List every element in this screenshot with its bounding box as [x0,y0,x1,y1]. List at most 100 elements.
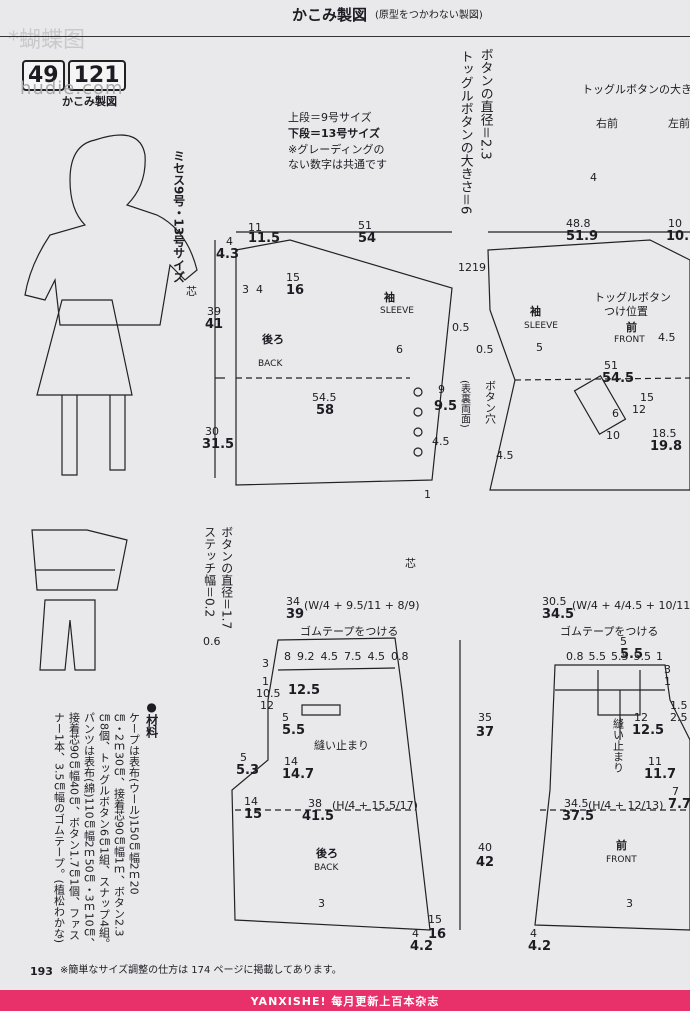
dim-top-b: 54 [358,231,377,246]
pb-left-3: 12 [260,699,274,712]
header-rule [0,36,690,37]
pb-hip-formula: (H/4 + 15.5/17) [332,799,418,812]
pattern-caption: かこみ製図 [62,95,117,108]
size-note-lower: 下段＝13号サイズ [288,127,380,140]
fashion-figure-boots [61,395,126,476]
pb-left-11: 14 [244,795,258,808]
pf-gathers: 0.8 5.5 5.5 5.5 1 [566,650,663,663]
dim-one: 1 [424,488,431,501]
pf-gather-0: 0.8 [566,650,584,663]
dim-neck-a: 15 [286,271,300,284]
pb-gather-2: 4.5 [320,650,339,663]
dim-zero-five: 0.5 [452,321,470,334]
materials-line-4: パンツは表布(綿)110㎝幅2ｍ50㎝・3ｍ10㎝、 [82,712,96,949]
sf-dim-fifteen: 15 [640,391,654,404]
dim-width-a: 54.5 [312,391,337,404]
pf-gather-4: 1 [656,650,663,663]
pf-right-4: 12 [634,711,648,724]
materials-line-3: ㎝8個、トッグルボタン6㎝1組、スナップ4組。 [97,712,111,949]
sf-dim-top-a: 48.8 [566,217,591,230]
page-title-note: (原型をつかわない製図) [375,10,483,21]
button-diameter-label: ボタンの直径＝2.3 [477,48,493,160]
stitch-width-label: ステッチ幅＝0.2 [202,526,217,618]
sf-dim-corner-b: 10.5 [666,229,690,244]
size-label: ミセス9号・13号サイズ [171,150,186,284]
fashion-figure-cape [24,134,198,326]
pf-right-0: 3 [664,663,671,676]
pb-elastic: ゴムテープをつける [300,625,399,638]
pf-hip-a: 34.5 [564,797,589,810]
dim-hem-b: 9.5 [434,399,458,414]
pb-left-6: 5.5 [282,723,306,738]
sleeve-front-label-jp: 袖 [530,305,541,318]
pb-left-2: 10.5 [256,687,281,700]
pf-hip-formula: (H/4 + 12/13) [588,799,664,812]
pants-front-fly [597,670,641,740]
sleeve-back-label-en: SLEEVE [380,306,414,316]
materials-line-6: ナー1本、3.5㎝幅のゴムテープ。(植松わかな) [52,712,66,944]
dim-small-a: 3 [242,283,249,296]
page-title: かこみ製図 [292,6,368,24]
sf-dim-low-b: 19.8 [650,439,683,454]
pattern-code-left: 49 [22,60,65,91]
pf-gather-1: 5.5 [588,650,607,663]
size-note-upper: 上段＝9号サイズ [288,111,372,124]
dim-neck-b: 16 [286,283,305,298]
pf-right-3: 2.5 [670,711,688,724]
flat-sketch-cape [31,529,128,591]
stitch-width-num: 0.6 [203,635,221,648]
pattern-code: 49 121 [22,60,126,91]
materials-line-1: ケープは表布(ウール)150㎝幅2ｍ20 [127,712,141,895]
flat-sketch-pants [39,599,96,671]
left-front-label: 左前 [668,117,690,130]
dim-six: 6 [396,343,403,356]
sleeve-back-outline [235,239,453,486]
sf-dim-four: 4 [590,171,597,184]
pb-gathers: 8 9.2 4.5 7.5 4.5 0.8 [284,650,409,663]
fashion-figure-pants [36,299,133,396]
pb-left-4: 12.5 [288,683,321,698]
dim-corner-a: 4 [226,235,233,248]
pb-gather-4: 4.5 [367,650,386,663]
pb-gather-1: 9.2 [297,650,315,663]
pb-hem-a: 15 [428,913,442,926]
pf-right-2: 1.5 [670,699,688,712]
sleeve-front-label-en: SLEEVE [524,321,558,331]
dim-top-left-a: 11 [248,221,262,234]
dim-side-a: 39 [207,305,221,318]
dim-shoulder-a: 12 [458,261,472,274]
sf-dim-six: 6 [612,407,619,420]
sleeve-back-dimension [214,240,225,478]
pb-left-12: 15 [244,807,263,822]
sf-dim-ten: 10 [606,429,620,442]
pb-bottom-b: 4.2 [410,939,434,954]
toggle-position-label-2: つけ位置 [604,305,648,318]
pants-front-outline [534,664,690,931]
dim-four-five: 4.5 [432,435,450,448]
watermark: *蝴蝶图 [8,28,86,53]
pf-waist-formula: (W/4 + 4/4.5 + 10/11) [572,599,690,612]
page-header: *蝴蝶图 かこみ製図 (原型をつかわない製図) [0,0,690,52]
pb-left-0: 3 [262,657,269,670]
pb-waist-a: 34 [286,595,300,608]
pb-hip-b: 41.5 [302,809,335,824]
core-label-2: 芯 [186,285,197,298]
pf-right-6: 11 [648,755,662,768]
pb-left-9: 14 [284,755,298,768]
pb-hem-b: 16 [428,927,447,942]
button-diameter-label-2: ボタンの直径＝1.7 [219,526,234,630]
sf-dim-forty-five: 4.5 [658,331,676,344]
watermark-url: hudie.com [20,78,124,99]
pb-left-8: 5.3 [236,763,260,778]
sleeve-front-grainline [514,377,690,381]
surface-note: (表裏両面) [458,380,470,428]
sf-dim-zero-five: 0.5 [476,343,494,356]
pb-sew-stop: 縫い止まり [314,739,369,752]
pb-waist-b: 39 [286,607,305,622]
pf-right-10: 5 [620,635,627,648]
pb-gather-3: 7.5 [344,650,362,663]
pf-right-1: 1 [664,675,671,688]
pattern-code-right: 121 [67,60,126,91]
materials-line-2: ㎝・2ｍ30㎝、接着芯90㎝幅1ｍ、ボタン2.3 [112,712,126,937]
